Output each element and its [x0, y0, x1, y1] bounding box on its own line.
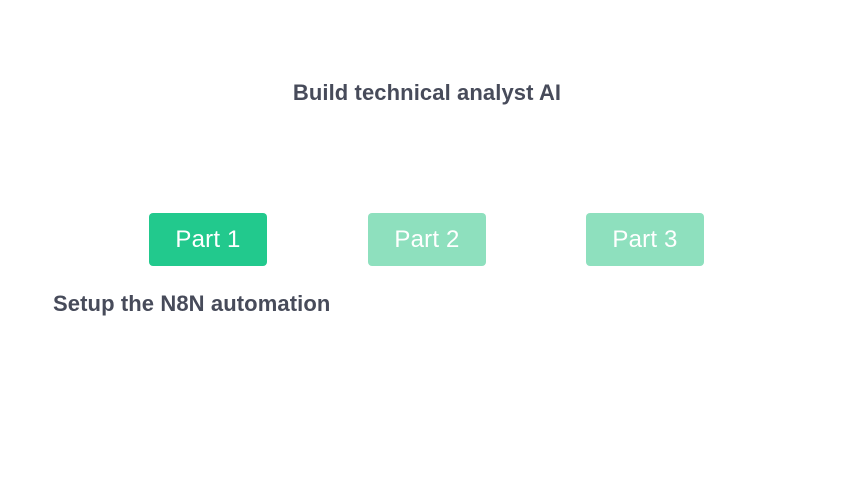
step-button-part-2-label: Part 2: [394, 225, 460, 253]
step-button-part-1[interactable]: Part 1: [149, 213, 267, 266]
step-caption: Setup the N8N automation: [53, 291, 331, 316]
step-button-part-2[interactable]: Part 2: [368, 213, 486, 266]
step-button-part-3[interactable]: Part 3: [586, 213, 704, 266]
step-button-part-3-label: Part 3: [612, 225, 678, 253]
step-button-part-1-label: Part 1: [175, 225, 241, 253]
page-title: Build technical analyst AI: [292, 80, 562, 105]
